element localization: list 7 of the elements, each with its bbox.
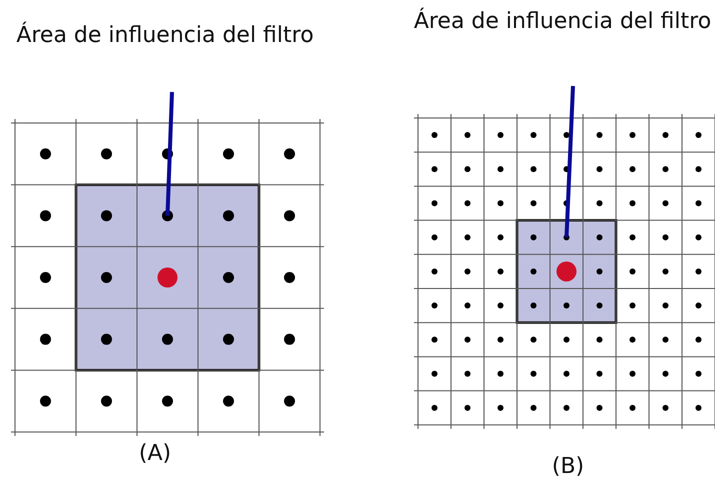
leader-line [166, 92, 174, 216]
callout-text: Área de influencia del filtro [10, 22, 320, 49]
callout-text: Área de influencia del filtro [410, 8, 715, 35]
leader-line [564, 86, 575, 238]
panel-label: (B) [550, 453, 586, 480]
panel-label: (A) [138, 440, 172, 467]
filter-area [74, 184, 260, 372]
